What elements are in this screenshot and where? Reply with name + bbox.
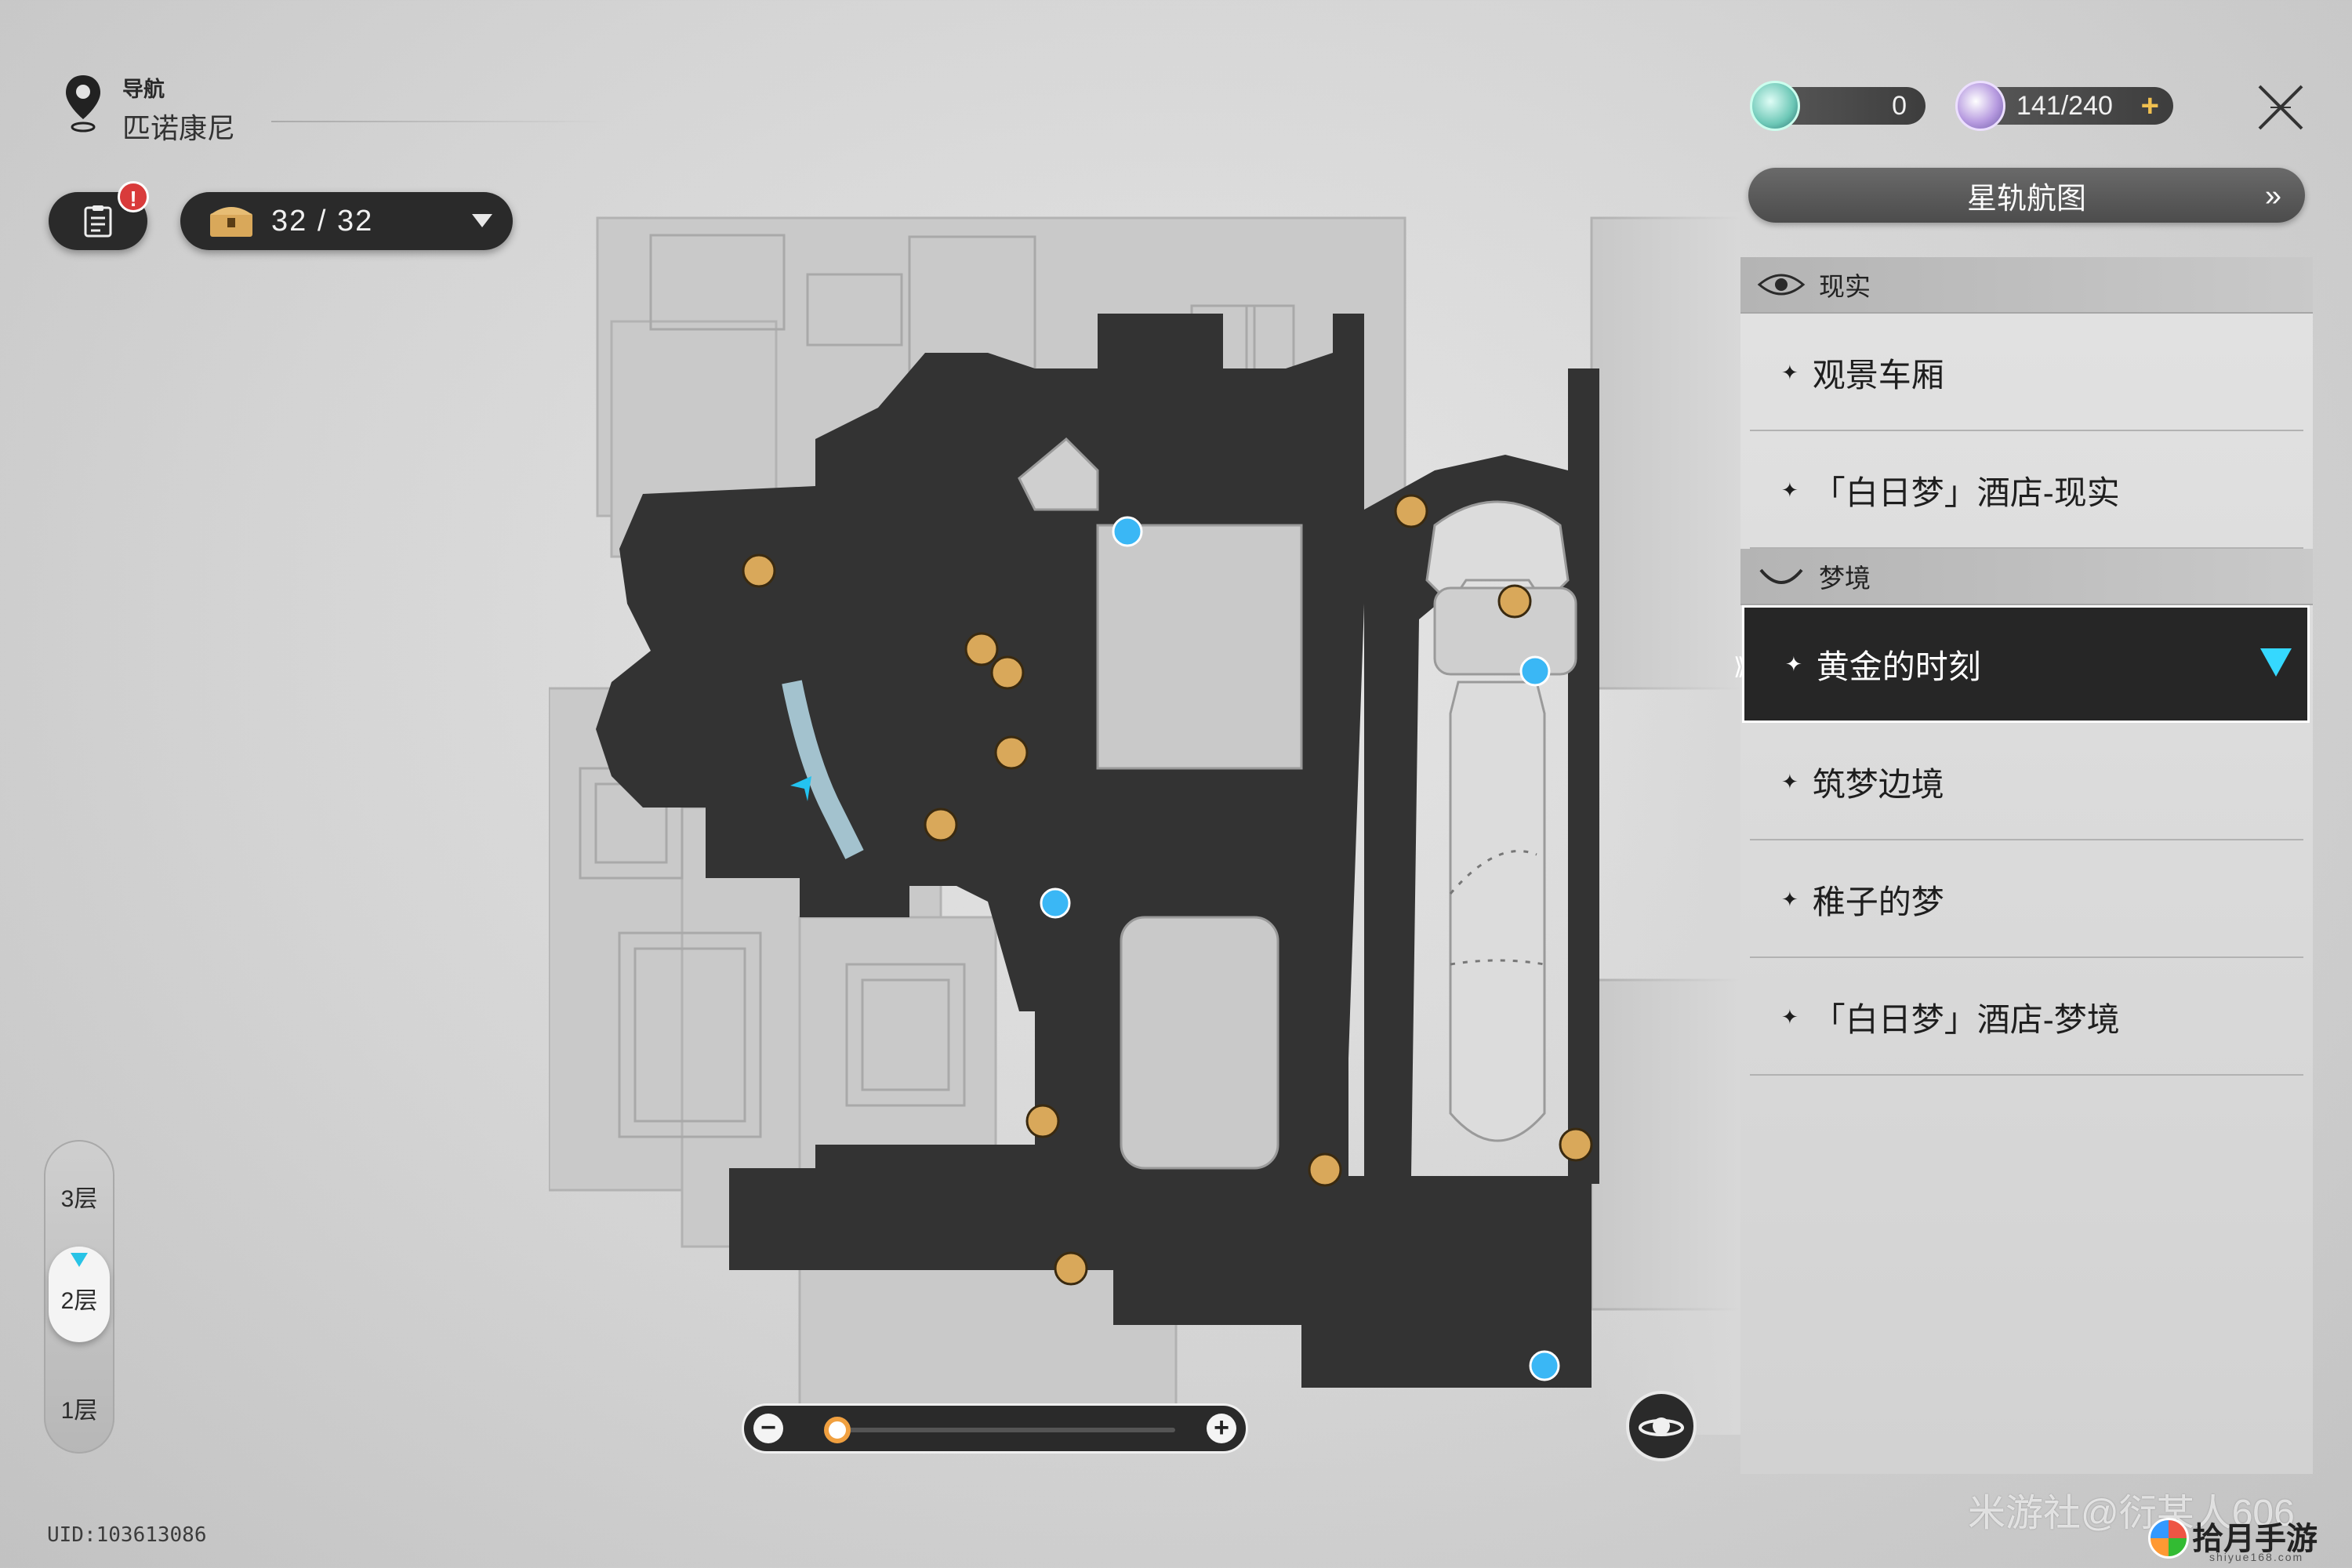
section-dream-header: 梦境: [1740, 549, 2313, 605]
star-rail-map-button[interactable]: 星轨航图 »: [1748, 168, 2305, 223]
watermark-site-url: shiyue168.com: [2209, 1551, 2304, 1563]
site-logo-icon: [2148, 1518, 2189, 1559]
chevron-down-icon: [472, 214, 492, 227]
quest-button[interactable]: !: [49, 181, 149, 250]
watermark-site: 拾月手游网 shiyue168.com: [2148, 1513, 2344, 1568]
current-location-marker-icon: [2260, 648, 2292, 677]
area-item-childs-dream[interactable]: ✦ 稚子的梦: [1740, 840, 2313, 958]
space-anchor-button[interactable]: [1626, 1391, 1697, 1461]
zoom-track[interactable]: [823, 1417, 1175, 1443]
area-item-label: 「白日梦」酒店-梦境: [1812, 1000, 2120, 1038]
double-chevron-right-icon: »: [2264, 180, 2281, 212]
chest-counter-dropdown[interactable]: 32 / 32: [180, 192, 513, 250]
area-item-hotel-reality[interactable]: ✦ 「白日梦」酒店-现实: [1740, 431, 2313, 549]
header-divider: [271, 121, 608, 122]
chest-count: 32 / 32: [271, 204, 374, 238]
add-currency-button[interactable]: +: [2140, 88, 2159, 123]
location-name: 匹诺康尼: [122, 112, 236, 144]
currency-primary: 0: [1750, 81, 1926, 131]
star-icon: ✦: [1781, 1004, 1798, 1029]
zoom-handle[interactable]: [823, 1417, 851, 1443]
currency-secondary-value: 141/240: [2016, 90, 2113, 121]
navigation-header: 导航 匹诺康尼: [61, 72, 608, 147]
selection-pointer-icon: ⟫: [1733, 654, 1747, 680]
area-list-panel: 现实 ✦ 观景车厢 ✦ 「白日梦」酒店-现实 梦境 ⟫ ✦ 黄金的时刻 ✦ 筑梦…: [1733, 257, 2313, 1474]
map-markers: [742, 494, 1593, 1381]
floor-2-button[interactable]: 2层: [49, 1247, 110, 1342]
floor-selector: 3层 2层 1层: [44, 1140, 114, 1454]
floor-1-button[interactable]: 1层: [60, 1398, 98, 1424]
quest-alert-badge: !: [118, 181, 149, 212]
dream-icon: [1759, 568, 1803, 584]
area-item-observation-car[interactable]: ✦ 观景车厢: [1740, 314, 2313, 431]
treasure-chest-icon: [210, 207, 252, 237]
world-map[interactable]: [549, 212, 1740, 1435]
star-icon: ✦: [1781, 769, 1798, 793]
area-item-label: 筑梦边境: [1812, 765, 1944, 803]
star-icon: ✦: [1785, 652, 1802, 676]
navigation-label: 导航: [122, 78, 165, 101]
area-item-label: 观景车厢: [1812, 356, 1944, 394]
star-rail-map-label: 星轨航图: [1966, 182, 2086, 216]
area-item-label: 黄金的时刻: [1816, 648, 1981, 685]
floor-2-label: 2层: [60, 1288, 98, 1314]
star-icon: ✦: [1781, 887, 1798, 911]
star-icon: ✦: [1781, 360, 1798, 384]
currency-primary-icon: [1750, 81, 1800, 131]
player-uid: UID:103613086: [47, 1523, 207, 1547]
area-item-dream-edge[interactable]: ✦ 筑梦边境: [1740, 723, 2313, 840]
watermark-mys: 米游社@衍某人606: [1968, 1493, 2295, 1534]
area-item-label: 「白日梦」酒店-现实: [1812, 474, 2120, 511]
currency-secondary[interactable]: 141/240 +: [1955, 81, 2173, 131]
section-reality-title: 现实: [1819, 272, 1871, 301]
close-icon[interactable]: [2255, 82, 2307, 133]
star-icon: ✦: [1781, 477, 1798, 502]
zoom-out-button[interactable]: −: [753, 1414, 783, 1443]
zoom-in-button[interactable]: +: [1207, 1414, 1236, 1443]
currency-secondary-icon: [1955, 81, 2005, 131]
currency-primary-value: 0: [1892, 90, 1907, 121]
area-item-label: 稚子的梦: [1812, 883, 1944, 920]
section-reality-header: 现实: [1740, 257, 2313, 314]
current-floor-marker-icon: [71, 1253, 88, 1267]
watermark-site-name: 拾月手游网: [2192, 1520, 2318, 1568]
quest-list-icon: [84, 205, 112, 238]
area-item-hotel-dreamscape[interactable]: ✦ 「白日梦」酒店-梦境: [1740, 958, 2313, 1076]
area-item-golden-hour[interactable]: ⟫ ✦ 黄金的时刻: [1733, 605, 2310, 723]
zoom-slider-bar: − +: [742, 1403, 1248, 1454]
section-dream-title: 梦境: [1819, 564, 1871, 593]
map-pin-icon: [66, 75, 100, 132]
orbit-icon: [1639, 1417, 1684, 1436]
eye-icon: [1757, 274, 1806, 296]
floor-3-button[interactable]: 3层: [60, 1186, 98, 1212]
